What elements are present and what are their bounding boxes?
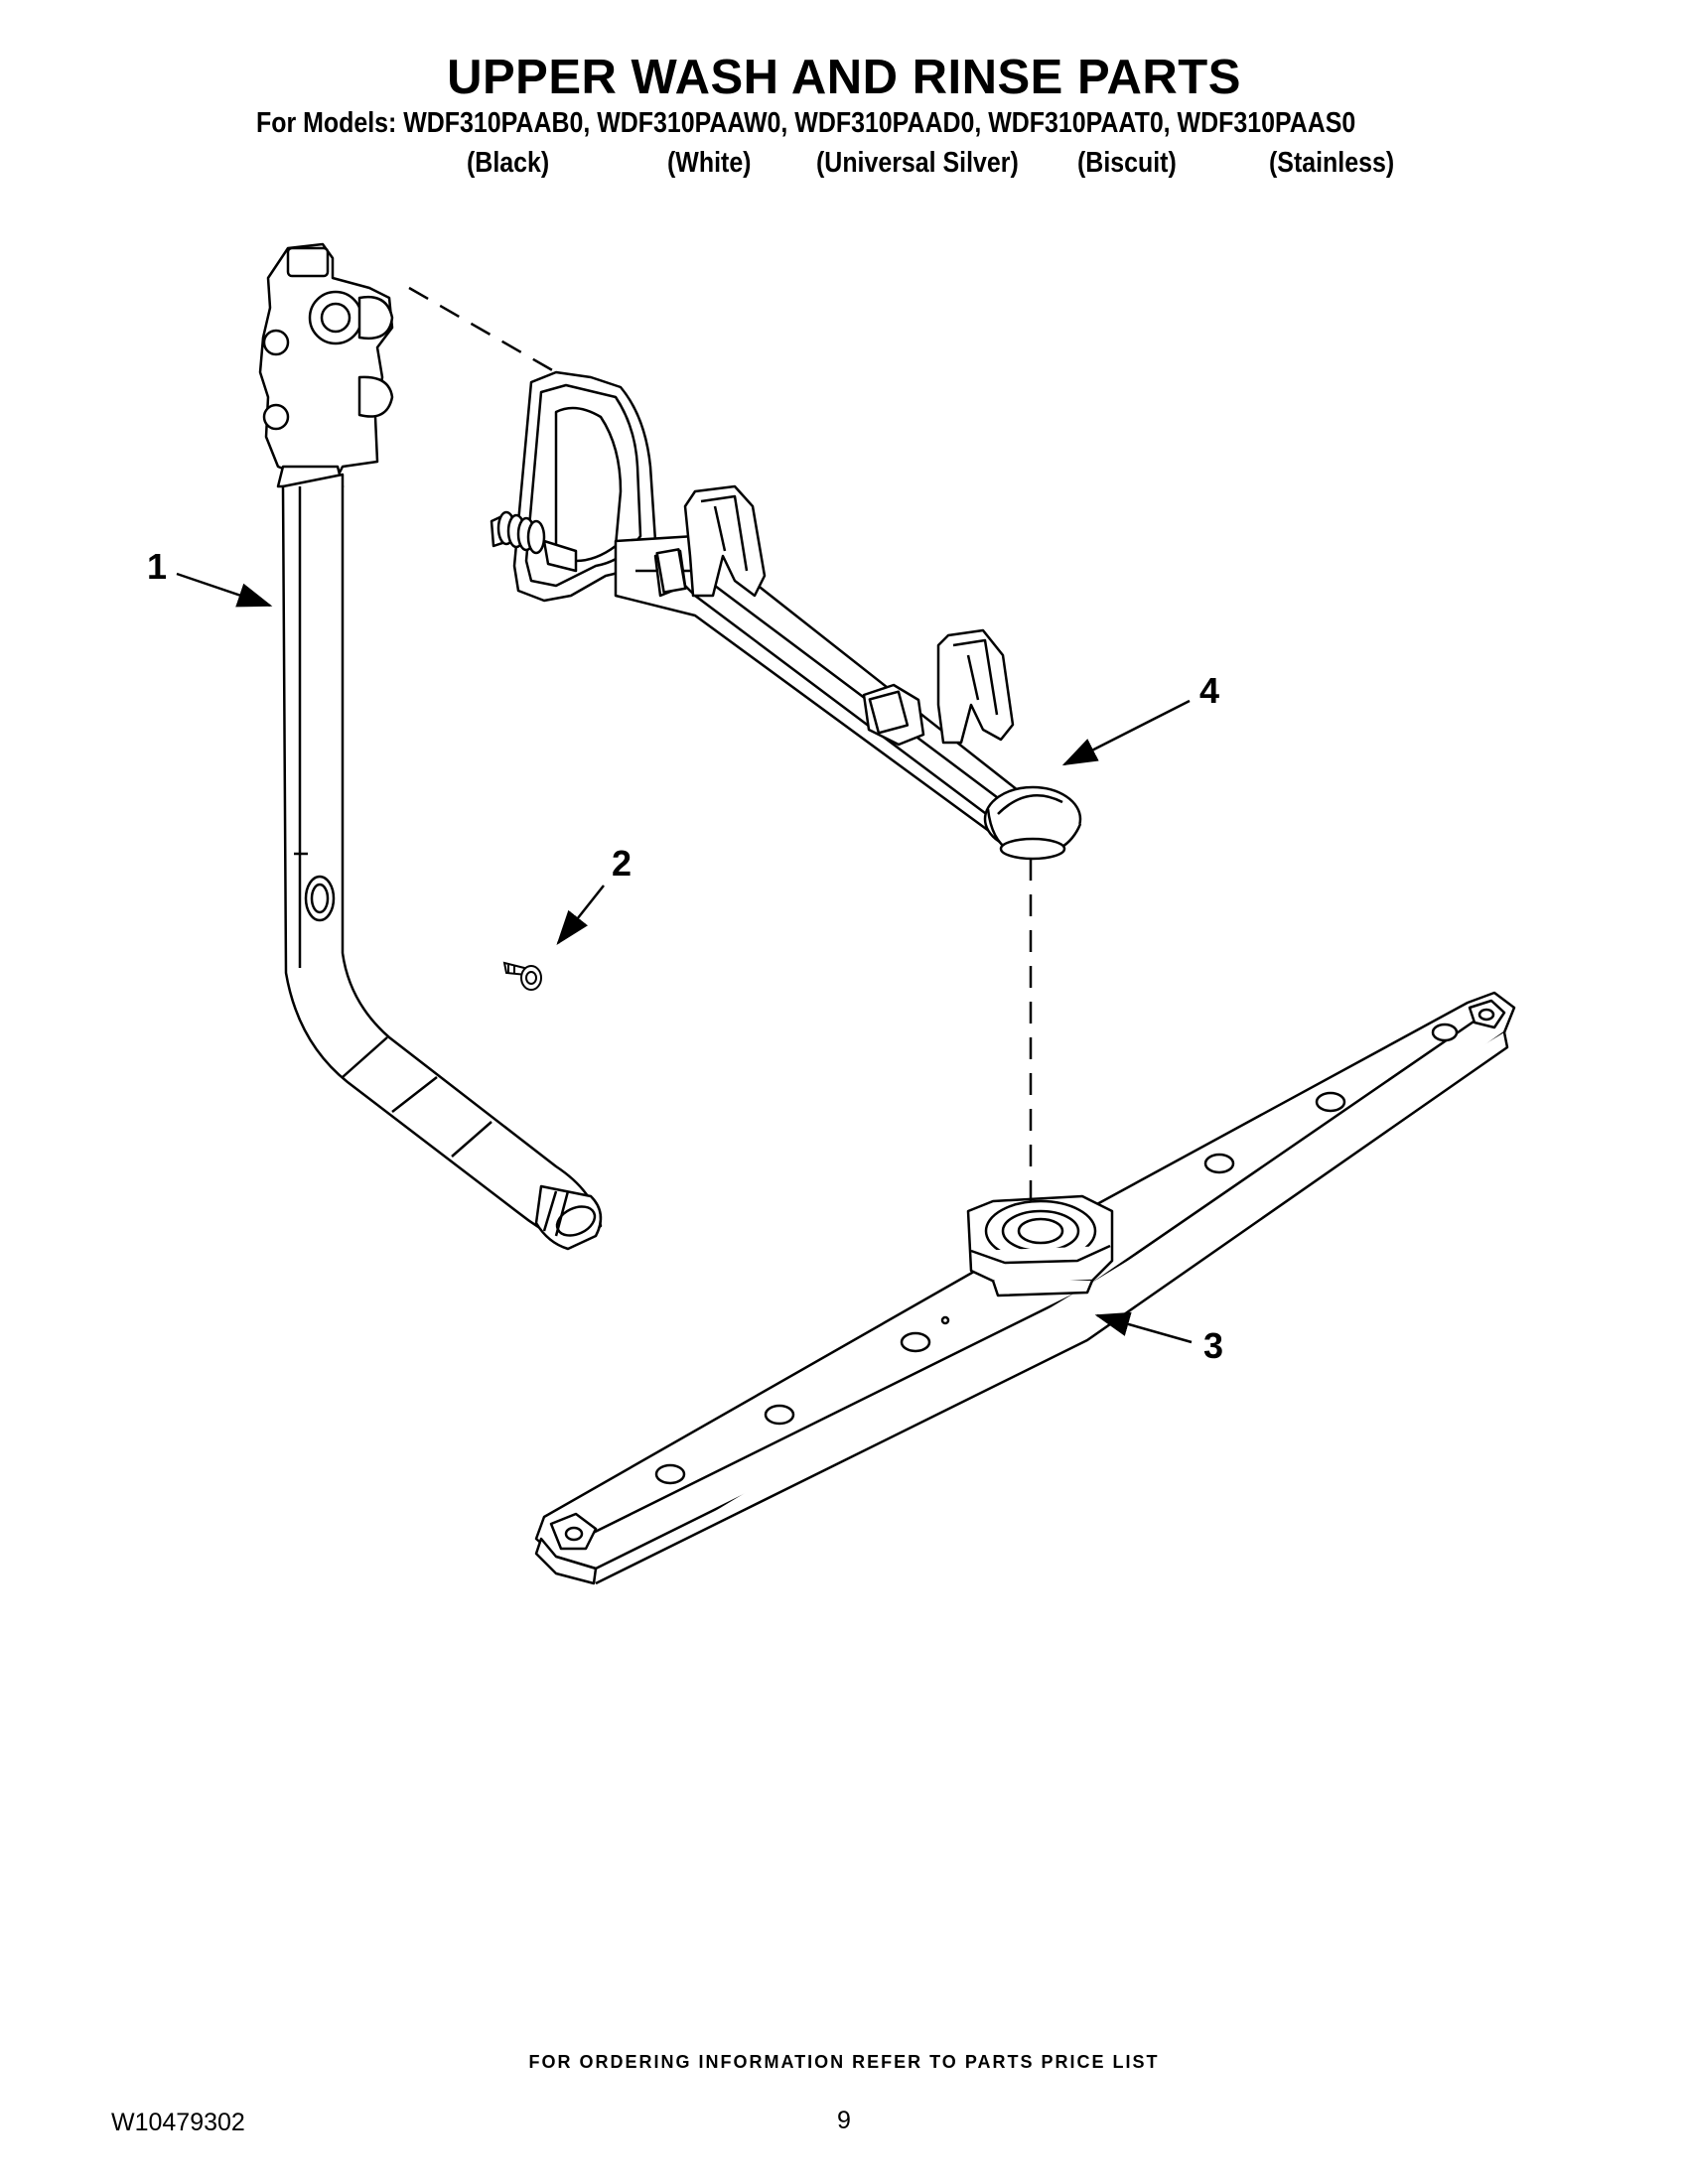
document-number: W10479302 xyxy=(111,2109,245,2136)
callout-3: 3 xyxy=(1203,1325,1223,1366)
page-title: UPPER WASH AND RINSE PARTS xyxy=(447,51,1241,104)
models-line: For Models: WDF310PAAB0, WDF310PAAW0, WD… xyxy=(256,107,1356,139)
callout-4: 4 xyxy=(1199,670,1219,711)
page-number: 9 xyxy=(837,2107,851,2134)
color-legend: (Black) (White) (Universal Silver) (Bisc… xyxy=(0,147,1688,183)
color-label-black: (Black) xyxy=(467,147,550,179)
ordering-note: FOR ORDERING INFORMATION REFER TO PARTS … xyxy=(528,2052,1160,2072)
color-label-white: (White) xyxy=(667,147,752,179)
supply-tube-part xyxy=(258,242,603,1251)
callout-1: 1 xyxy=(147,546,167,587)
spray-arm-part xyxy=(534,991,1516,1585)
manifold-part xyxy=(490,370,1082,861)
callout-2: 2 xyxy=(612,843,632,884)
color-label-biscuit: (Biscuit) xyxy=(1077,147,1177,179)
leader-arrows xyxy=(176,572,1193,1344)
color-label-universal-silver: (Universal Silver) xyxy=(816,147,1019,179)
screw-part xyxy=(502,961,542,991)
alignment-lines xyxy=(408,286,1033,1209)
color-label-stainless: (Stainless) xyxy=(1269,147,1395,179)
